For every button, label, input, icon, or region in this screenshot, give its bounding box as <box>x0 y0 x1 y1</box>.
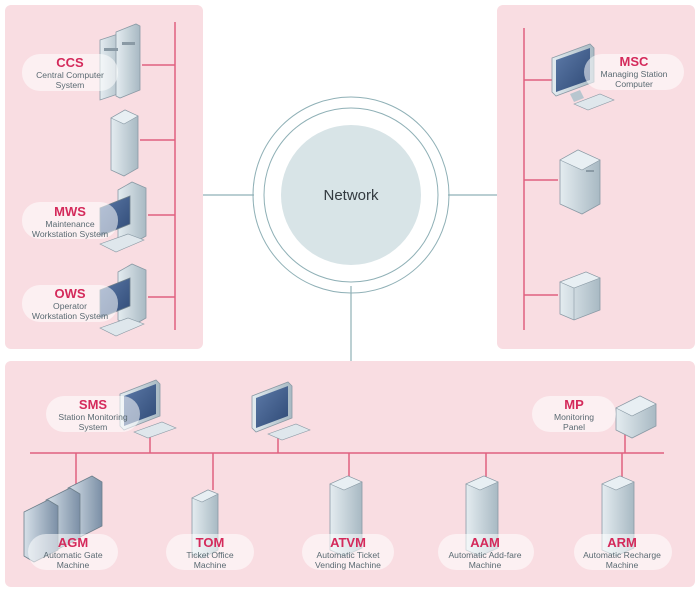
server-tower-icon-right <box>559 149 601 215</box>
arm-code: ARM <box>607 535 637 550</box>
network-outer-ring <box>252 96 450 294</box>
mws-label: MWS Maintenance Workstation System <box>22 202 118 239</box>
sms-desc-line2: System <box>79 422 108 432</box>
mp-desc-line2: Panel <box>563 422 585 432</box>
atvm-code: ATVM <box>330 535 366 550</box>
aam-desc-line1: Automatic Add-fare <box>448 550 521 560</box>
network-core <box>281 125 421 265</box>
left-bus <box>140 22 176 330</box>
aam-code: AAM <box>470 535 500 550</box>
atvm-desc-line1: Automatic Ticket <box>316 550 380 560</box>
mws-desc-line2: Workstation System <box>32 229 108 239</box>
sms-label: SMS Station Monitoring System <box>46 396 140 432</box>
atvm-label: ATVM Automatic Ticket Vending Machine <box>302 534 394 570</box>
ows-label: OWS Operator Workstation System <box>22 285 118 322</box>
arm-desc-line1: Automatic Recharge <box>583 550 661 560</box>
network-label: Network <box>323 187 379 204</box>
bottom-bus <box>30 426 664 490</box>
ows-desc-line1: Operator <box>53 301 87 311</box>
aam-desc-line2: Machine <box>469 560 502 570</box>
mws-code: MWS <box>54 204 86 219</box>
msc-desc-line2: Computer <box>615 79 653 89</box>
network-hub: Network <box>203 96 497 361</box>
arm-desc-line2: Machine <box>606 560 639 570</box>
mp-label: MP Monitoring Panel <box>532 396 616 432</box>
arm-label: ARM Automatic Recharge Machine <box>574 534 672 570</box>
right-bus <box>523 28 558 330</box>
network-middle-ring <box>263 107 439 283</box>
ows-desc-line2: Workstation System <box>32 311 108 321</box>
agm-desc-line2: Machine <box>57 560 90 570</box>
tom-label: TOM Ticket Office Machine <box>166 534 254 570</box>
agm-label: AGM Automatic Gate Machine <box>28 534 118 570</box>
tom-code: TOM <box>196 535 225 550</box>
ccs-desc-line2: System <box>56 80 85 90</box>
mp-panel-icon <box>615 395 657 439</box>
mws-desc-line1: Maintenance <box>45 219 94 229</box>
mp-code: MP <box>564 397 584 412</box>
atvm-desc-line2: Vending Machine <box>315 560 381 570</box>
tom-desc-line1: Ticket Office <box>186 550 233 560</box>
ccs-desc-line1: Central Computer <box>36 70 104 80</box>
tom-desc-line2: Machine <box>194 560 227 570</box>
mp-desc-line1: Monitoring <box>554 412 594 422</box>
agm-code: AGM <box>58 535 88 550</box>
msc-desc-line1: Managing Station <box>601 69 668 79</box>
ccs-code: CCS <box>56 55 84 70</box>
msc-monitor-icon <box>551 43 615 111</box>
station-devices-panel <box>5 361 695 587</box>
ows-code: OWS <box>54 286 85 301</box>
aam-label: AAM Automatic Add-fare Machine <box>438 534 534 570</box>
sms-desc-line1: Station Monitoring <box>58 412 127 422</box>
agm-desc-line1: Automatic Gate <box>43 550 102 560</box>
sms-code: SMS <box>79 397 108 412</box>
server-tower-icon <box>110 109 139 177</box>
storage-unit-icon <box>559 271 601 321</box>
msc-label: MSC Managing Station Computer <box>584 54 684 90</box>
msc-code: MSC <box>620 54 650 69</box>
workstation-monitor-icon <box>251 381 311 441</box>
ccs-label: CCS Central Computer System <box>22 54 118 91</box>
